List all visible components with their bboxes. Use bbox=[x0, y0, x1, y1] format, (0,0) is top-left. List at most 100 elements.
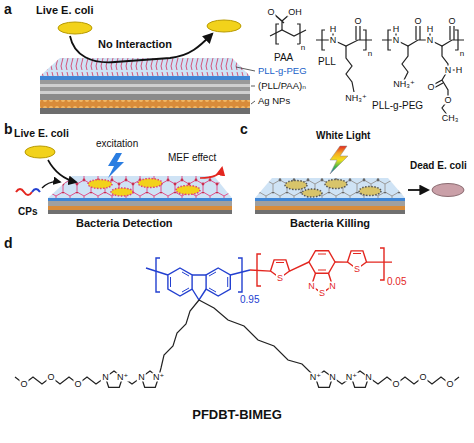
side-chains bbox=[15, 300, 459, 387]
ring bbox=[206, 268, 230, 296]
arrow bbox=[408, 189, 428, 191]
subscript-label: n bbox=[367, 50, 373, 58]
peg-layer bbox=[255, 198, 405, 201]
atom-label: O bbox=[413, 17, 422, 26]
layer-label: PLL-g-PEG bbox=[258, 66, 307, 76]
cp-icon bbox=[16, 189, 32, 195]
atom-label: O bbox=[46, 373, 55, 382]
paa-layer bbox=[40, 91, 250, 94]
pll-layer bbox=[255, 201, 405, 206]
atom-label: S bbox=[276, 274, 284, 283]
bacterium bbox=[25, 146, 55, 158]
structures-a bbox=[270, 14, 464, 116]
bacterium bbox=[302, 189, 322, 197]
pll-layer bbox=[40, 87, 250, 91]
arrow bbox=[42, 182, 60, 188]
bacterium bbox=[111, 188, 133, 196]
bracket bbox=[156, 258, 242, 292]
subscript-label: n bbox=[300, 44, 306, 52]
panel-caption: Bacteria Killing bbox=[290, 217, 370, 229]
fraction-label: 0.05 bbox=[387, 276, 406, 287]
paa-layer bbox=[40, 84, 250, 87]
substrate-c bbox=[255, 178, 405, 214]
ring bbox=[168, 268, 192, 296]
bacteria-label: Live E. coli bbox=[36, 4, 93, 16]
bond bbox=[416, 26, 454, 40]
atom-label: N bbox=[328, 281, 337, 290]
material-label: CPs bbox=[18, 206, 37, 217]
atom-label: S bbox=[353, 265, 361, 274]
atom-label: N⁺ bbox=[152, 373, 165, 382]
bond bbox=[316, 29, 372, 46]
substrate-top bbox=[255, 178, 405, 198]
ag-layer bbox=[255, 206, 405, 210]
atom-label: O bbox=[443, 96, 452, 105]
ag-layer bbox=[48, 206, 232, 210]
peg-layer bbox=[48, 198, 232, 201]
process-label: MEF effect bbox=[168, 152, 216, 163]
hexyl-chain bbox=[159, 300, 199, 377]
leader-line bbox=[236, 67, 255, 104]
peg-layer bbox=[40, 76, 250, 80]
atom-label: N bbox=[392, 36, 401, 45]
bacteria-a bbox=[58, 20, 241, 62]
atom-label: O bbox=[391, 380, 400, 389]
atom-label: OH bbox=[287, 8, 303, 17]
layer-label: Ag NPs bbox=[258, 96, 290, 106]
bond bbox=[346, 46, 354, 92]
atom-label: H bbox=[455, 66, 464, 75]
panel-b-figures bbox=[16, 146, 222, 195]
panel-caption: Bacteria Detection bbox=[76, 217, 173, 229]
atom-label: O bbox=[73, 380, 82, 389]
hexyl-chain bbox=[199, 300, 315, 377]
panel-letter: a bbox=[4, 2, 12, 17]
process-label: White Light bbox=[316, 130, 370, 141]
glass-layer bbox=[40, 108, 250, 114]
polymer-name: PLL-g-PEG bbox=[372, 100, 423, 111]
atom-label: N⁺ bbox=[116, 373, 129, 382]
atom-label: N bbox=[307, 281, 316, 290]
atom-label: S bbox=[318, 289, 326, 298]
atom-label: O bbox=[447, 17, 456, 26]
atom-label: CH₃ bbox=[441, 114, 460, 123]
process-label: No Interaction bbox=[98, 38, 172, 50]
bracket bbox=[257, 248, 384, 286]
bond bbox=[402, 46, 408, 80]
bracket bbox=[276, 24, 300, 44]
bacterium bbox=[176, 186, 200, 195]
arrow bbox=[70, 34, 212, 62]
bacterium bbox=[285, 181, 307, 190]
compound-name: PFDBT-BIMEG bbox=[191, 408, 283, 421]
bacteria-label: Live E. coli bbox=[14, 128, 69, 140]
layer-label: (PLL/PAA)ₙ bbox=[258, 81, 306, 91]
atom-label: H bbox=[392, 25, 401, 34]
panel-letter: b bbox=[4, 122, 13, 137]
bacterium bbox=[88, 180, 112, 189]
light-bolt bbox=[330, 146, 348, 174]
atom-label: H bbox=[426, 25, 435, 34]
atom-label: N bbox=[364, 373, 373, 382]
atom-label: O bbox=[418, 373, 427, 382]
subscript-label: n bbox=[459, 50, 465, 58]
pll-layer bbox=[40, 80, 250, 84]
bacterium bbox=[138, 179, 162, 188]
cp-network bbox=[255, 178, 405, 198]
panel-letter: d bbox=[4, 236, 13, 251]
double-bond bbox=[276, 254, 361, 271]
peg-chain bbox=[15, 377, 105, 384]
atom-label: NH₃⁺ bbox=[344, 94, 367, 103]
arrow bbox=[48, 160, 76, 182]
bond bbox=[146, 268, 250, 300]
atom-label: H bbox=[329, 25, 338, 34]
process-label: excitation bbox=[96, 138, 138, 149]
atom-label: N bbox=[444, 66, 453, 75]
dbt-unit bbox=[250, 248, 392, 293]
bond bbox=[356, 26, 360, 40]
panel-letter: c bbox=[240, 122, 248, 137]
polymer-name: PLL bbox=[318, 56, 336, 67]
panel-c-figures bbox=[330, 146, 464, 197]
atom-label: O bbox=[19, 380, 28, 389]
bond bbox=[431, 46, 459, 116]
